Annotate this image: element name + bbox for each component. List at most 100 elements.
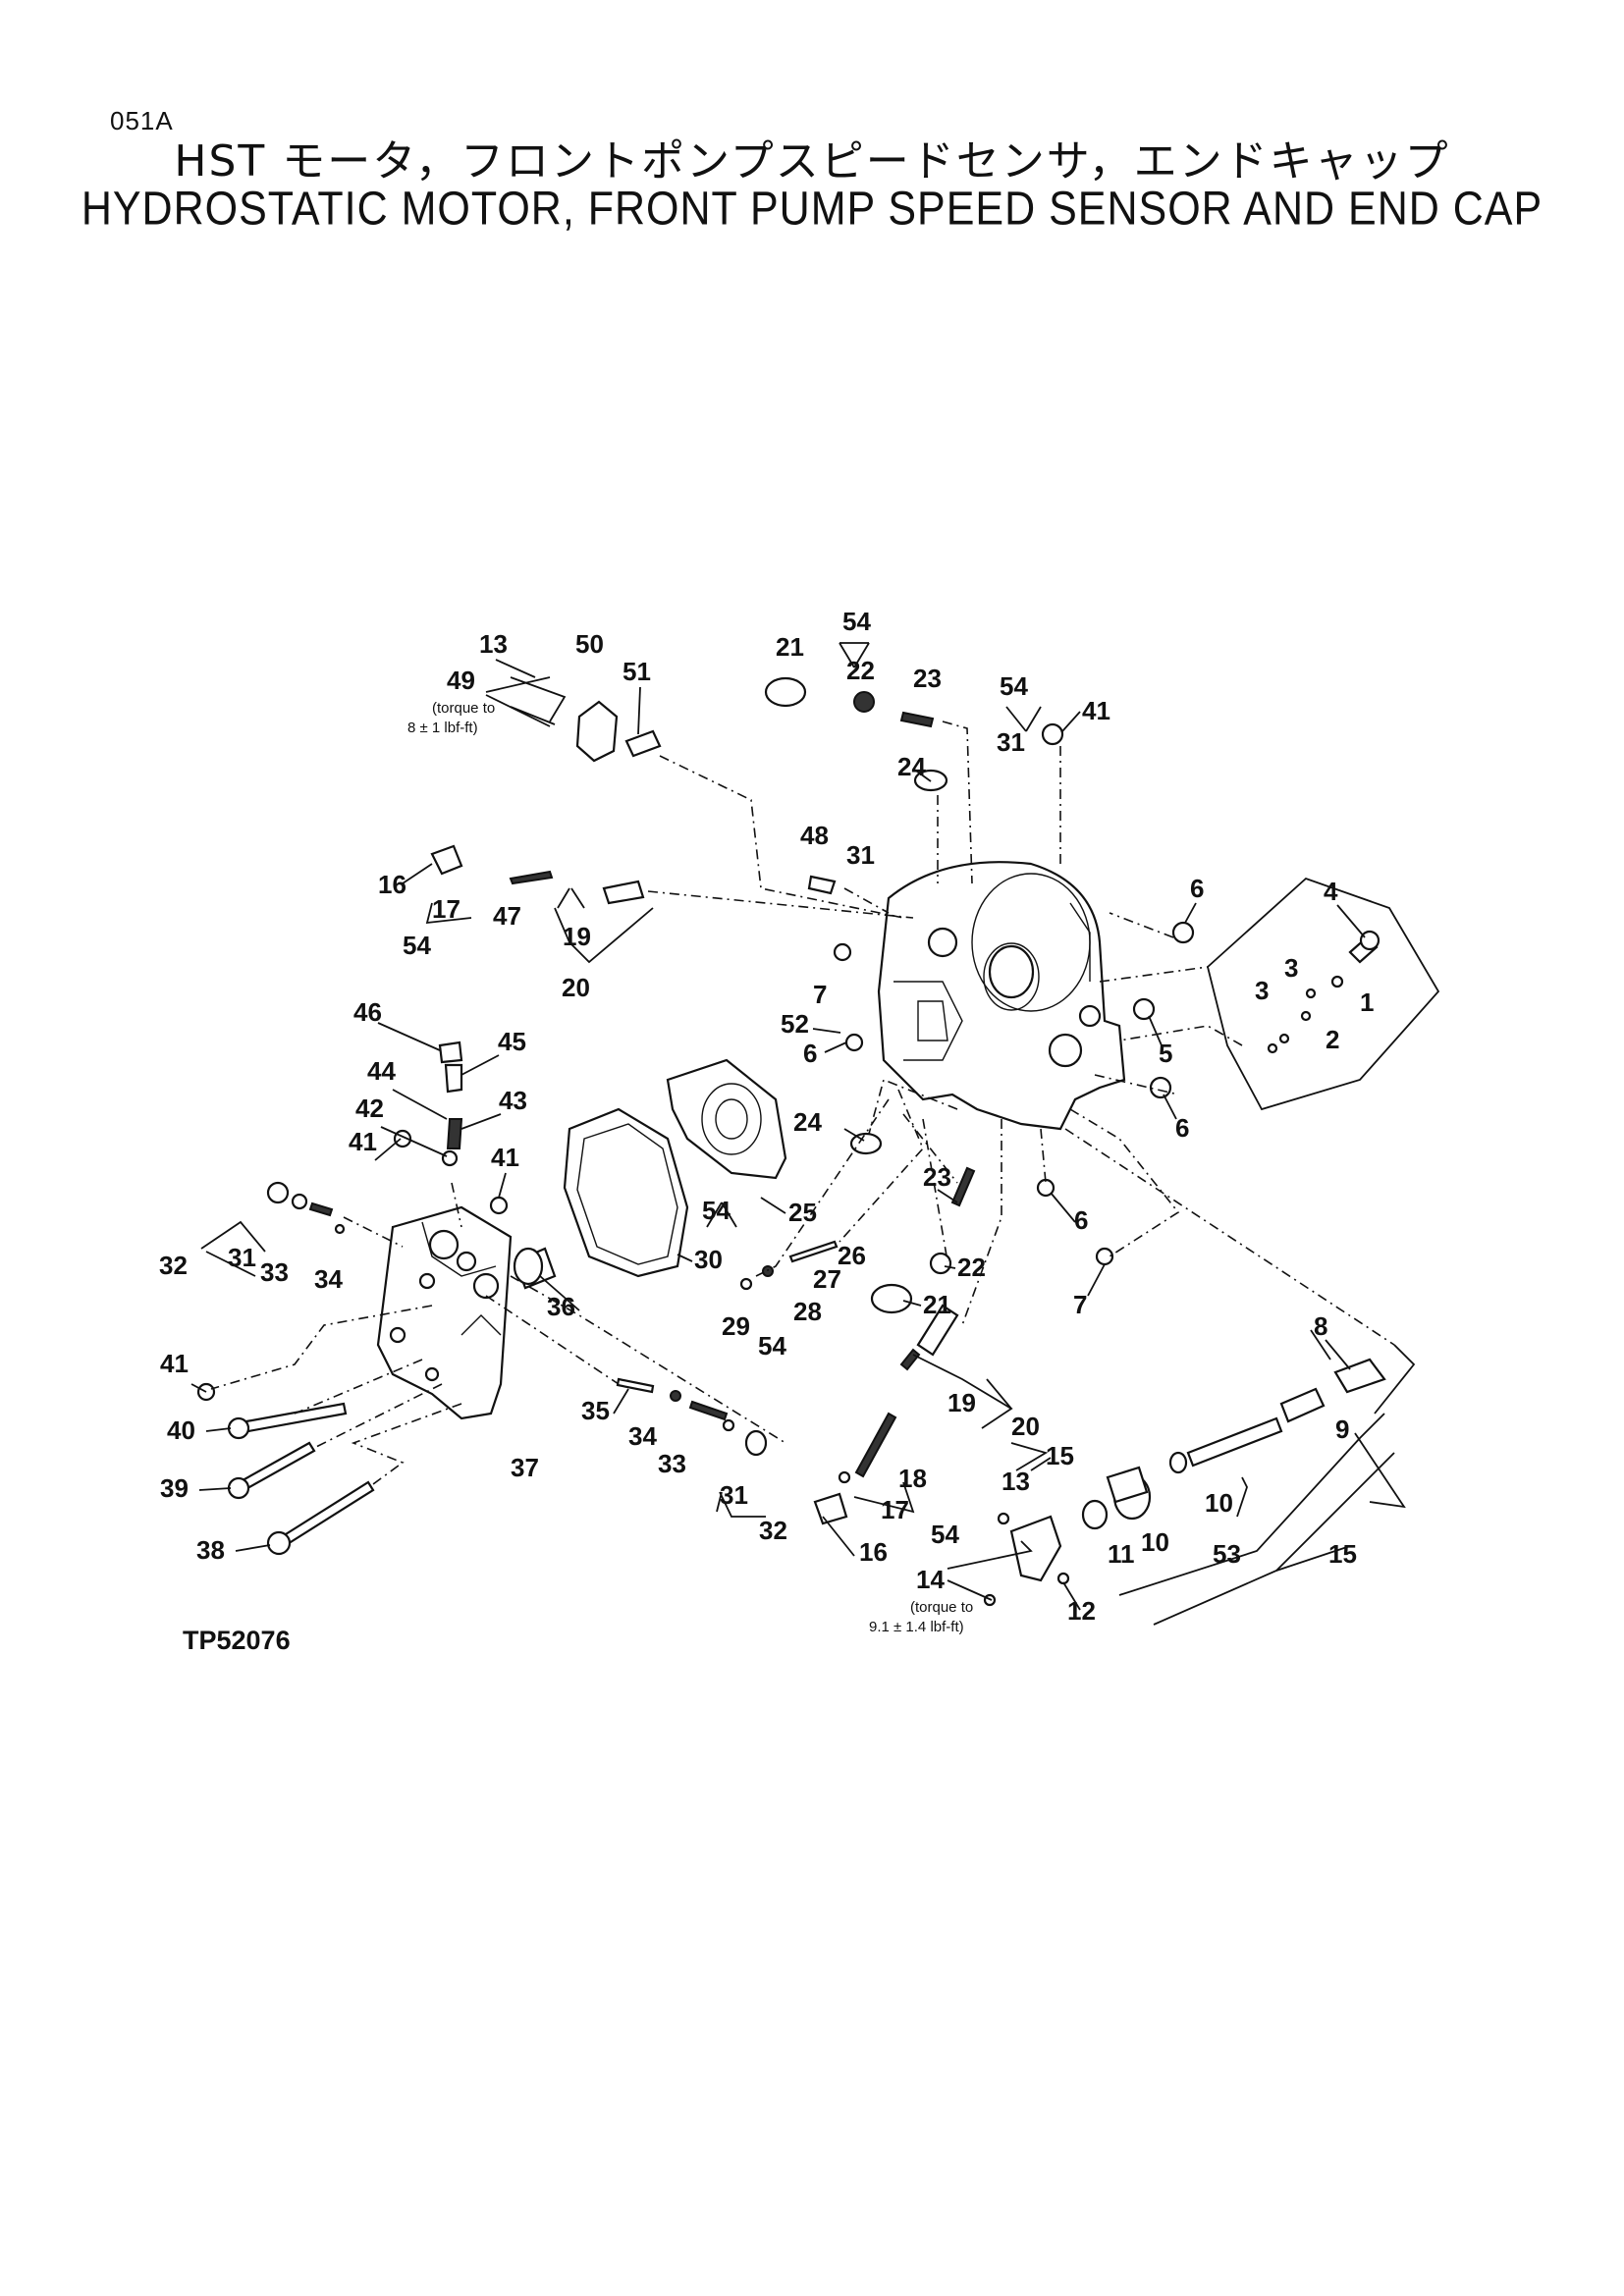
torque-note-bottom: (torque to 9.1 ± 1.4 lbf-ft) [869, 1599, 973, 1635]
callout-49: 49 [447, 666, 475, 695]
callout-34: 34 [314, 1264, 343, 1294]
title-japanese: HST モータ，フロントポンプスピードセンサ，エンドキャップ [174, 136, 1450, 187]
callout-54: 54 [842, 607, 871, 636]
drawing-id: TP52076 [183, 1626, 291, 1655]
callout-21: 21 [776, 632, 804, 662]
right-subassembly-outline [1206, 877, 1440, 1111]
callout-2: 2 [1326, 1025, 1339, 1054]
callout-8: 8 [1314, 1311, 1327, 1341]
callout-20: 20 [562, 973, 590, 1002]
callout-34: 34 [628, 1421, 657, 1451]
title-english: HYDROSTATIC MOTOR, FRONT PUMP SPEED SENS… [81, 183, 1543, 236]
callout-42: 42 [355, 1094, 384, 1123]
callout-17: 17 [432, 894, 460, 924]
callout-53: 53 [1213, 1539, 1241, 1569]
callout-6: 6 [1175, 1113, 1189, 1143]
callout-19: 19 [563, 922, 591, 951]
callout-4: 4 [1324, 877, 1338, 906]
callout-5: 5 [1159, 1039, 1172, 1068]
grouping-leads [200, 642, 1416, 1626]
callout-29: 29 [722, 1311, 750, 1341]
page-code: 051A [110, 106, 174, 135]
callout-16: 16 [859, 1537, 888, 1567]
torque-note-bottom-line-1: (torque to [910, 1599, 973, 1616]
callout-labels: 13 50 49 51 21 54 22 23 54 41 31 24 48 3… [159, 607, 1374, 1626]
callout-45: 45 [498, 1027, 526, 1056]
callout-46: 46 [353, 997, 382, 1027]
callout-41: 41 [160, 1349, 189, 1378]
callout-18: 18 [898, 1464, 927, 1493]
callout-15: 15 [1046, 1441, 1074, 1470]
end-cap-block [376, 1205, 513, 1420]
callout-9: 9 [1335, 1415, 1349, 1444]
callout-54: 54 [702, 1196, 731, 1225]
callout-7: 7 [813, 980, 827, 1009]
callout-31: 31 [846, 840, 875, 870]
motor-housing [877, 861, 1126, 1131]
callout-6: 6 [1190, 874, 1204, 903]
callout-22: 22 [957, 1253, 986, 1282]
callout-1: 1 [1360, 988, 1374, 1017]
callout-38: 38 [196, 1535, 225, 1565]
callout-37: 37 [511, 1453, 539, 1482]
callout-7: 7 [1073, 1290, 1087, 1319]
callout-35: 35 [581, 1396, 610, 1425]
callout-6: 6 [803, 1039, 817, 1068]
callout-27: 27 [813, 1264, 841, 1294]
gasket [563, 1107, 689, 1278]
callout-41: 41 [349, 1127, 377, 1156]
callout-13: 13 [1001, 1467, 1030, 1496]
callout-11: 11 [1108, 1539, 1135, 1569]
assembly-lines [210, 721, 1395, 1485]
callout-52: 52 [781, 1009, 809, 1039]
callout-23: 23 [913, 664, 942, 693]
callout-20: 20 [1011, 1412, 1040, 1441]
callout-33: 33 [260, 1257, 289, 1287]
callout-10: 10 [1205, 1488, 1233, 1518]
callout-32: 32 [759, 1516, 787, 1545]
callout-13: 13 [479, 629, 508, 659]
callout-47: 47 [493, 901, 521, 931]
callout-31: 31 [720, 1480, 748, 1510]
callout-28: 28 [793, 1297, 822, 1326]
callout-6: 6 [1074, 1205, 1088, 1235]
callout-41: 41 [491, 1143, 519, 1172]
callout-15: 15 [1328, 1539, 1357, 1569]
callout-19: 19 [947, 1388, 976, 1417]
callout-3: 3 [1284, 953, 1298, 983]
callout-33: 33 [658, 1449, 686, 1478]
callout-3: 3 [1255, 976, 1269, 1005]
callout-39: 39 [160, 1473, 189, 1503]
port-plate [666, 1058, 787, 1180]
callout-54: 54 [758, 1331, 786, 1361]
callout-31: 31 [228, 1243, 256, 1272]
bushing-36 [513, 1247, 557, 1290]
callout-50: 50 [575, 629, 604, 659]
callout-36: 36 [547, 1292, 575, 1321]
callout-22: 22 [846, 656, 875, 685]
callout-24: 24 [897, 752, 926, 781]
callout-30: 30 [694, 1245, 723, 1274]
callout-41: 41 [1082, 696, 1110, 725]
callout-21: 21 [923, 1290, 951, 1319]
callout-32: 32 [159, 1251, 188, 1280]
callout-40: 40 [167, 1415, 195, 1445]
torque-note-top-line-2: 8 ± 1 lbf-ft) [407, 720, 478, 736]
callout-54: 54 [1000, 671, 1028, 701]
callout-31: 31 [997, 727, 1025, 757]
callout-14: 14 [916, 1565, 945, 1594]
relief-valve-4 [1348, 930, 1380, 964]
callout-12: 12 [1067, 1596, 1096, 1626]
callout-leaders [190, 659, 1366, 1611]
callout-25: 25 [788, 1198, 817, 1227]
callout-26: 26 [838, 1241, 866, 1270]
callout-17: 17 [881, 1495, 909, 1524]
callout-16: 16 [378, 870, 406, 899]
callout-44: 44 [367, 1056, 396, 1086]
callout-24: 24 [793, 1107, 822, 1137]
torque-note-bottom-line-2: 9.1 ± 1.4 lbf-ft) [869, 1619, 964, 1635]
callout-54: 54 [931, 1520, 959, 1549]
callout-48: 48 [800, 821, 829, 850]
callout-51: 51 [623, 657, 651, 686]
